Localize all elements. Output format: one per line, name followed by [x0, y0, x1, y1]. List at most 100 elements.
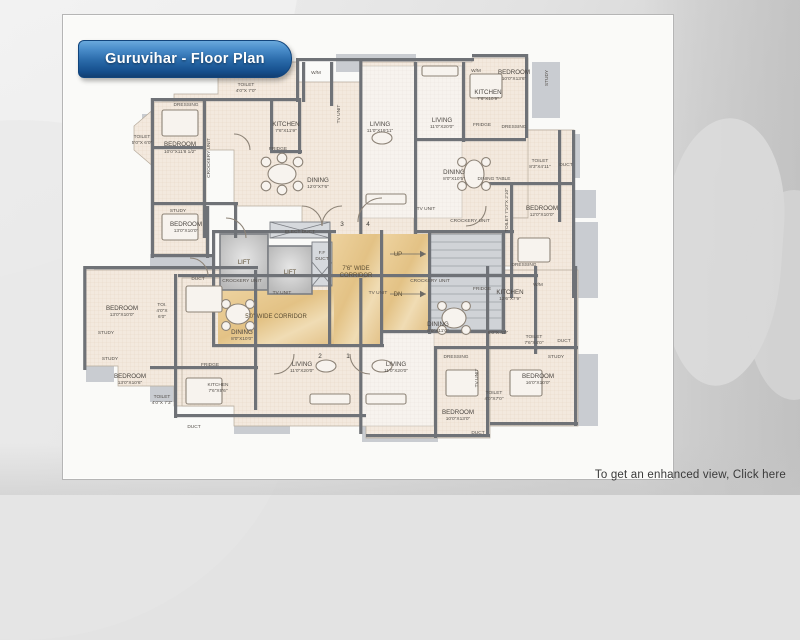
floor-plan-image[interactable]: DRESSING BEDROOM 10'0"X11'8 1/2" TOILET … [62, 14, 672, 478]
svg-text:4'0"X: 4'0"X [156, 308, 168, 314]
svg-text:TV UNIT: TV UNIT [369, 290, 388, 296]
svg-text:8'0"X10'5": 8'0"X10'5" [443, 176, 465, 182]
svg-text:CROCKERY UNIT: CROCKERY UNIT [410, 278, 450, 284]
svg-text:FRIDGE: FRIDGE [201, 362, 219, 368]
svg-text:W/M: W/M [311, 70, 321, 76]
svg-text:CORRIDOR: CORRIDOR [340, 273, 373, 279]
svg-text:7'6"X11'9": 7'6"X11'9" [275, 128, 297, 134]
page-title-banner: Guruvihar - Floor Plan [78, 40, 292, 78]
svg-text:BEDROOM: BEDROOM [106, 305, 138, 312]
svg-text:BEDROOM: BEDROOM [170, 221, 202, 228]
svg-text:LIFT: LIFT [238, 260, 251, 266]
stair-lobby [382, 234, 430, 330]
svg-text:7'6"X10'9": 7'6"X10'9" [477, 96, 499, 102]
svg-text:BEDROOM: BEDROOM [526, 205, 558, 212]
svg-text:TOILET 7'10"X 2'10": TOILET 7'10"X 2'10" [504, 188, 510, 232]
svg-text:BEDROOM: BEDROOM [498, 69, 530, 76]
svg-text:16'0"X10'0": 16'0"X10'0" [526, 380, 551, 386]
svg-text:TOILET: TOILET [134, 134, 151, 140]
svg-text:4'0"X 7'3": 4'0"X 7'3" [152, 400, 173, 406]
svg-text:4'0"X7'0": 4'0"X7'0" [484, 396, 503, 402]
svg-text:TV UNIT: TV UNIT [474, 369, 480, 388]
svg-text:STUDY: STUDY [170, 208, 187, 214]
svg-text:FRIDGE: FRIDGE [269, 146, 287, 152]
svg-text:F.F: F.F [319, 250, 326, 256]
svg-text:DUCT: DUCT [315, 256, 328, 262]
svg-text:CROCKERY UNIT: CROCKERY UNIT [206, 138, 212, 178]
svg-text:12'6"X7'9": 12'6"X7'9" [499, 296, 521, 302]
svg-text:4: 4 [366, 221, 370, 228]
furniture-group [161, 65, 551, 405]
svg-text:11'0"X20'0": 11'0"X20'0" [384, 368, 408, 374]
svg-text:5'0"X 6'0": 5'0"X 6'0" [132, 140, 153, 146]
svg-text:LIVING: LIVING [386, 361, 406, 368]
page-title: Guruvihar - Floor Plan [105, 51, 265, 67]
svg-text:7'6" WIDE: 7'6" WIDE [342, 266, 369, 272]
svg-text:DUCT: DUCT [557, 338, 570, 344]
svg-text:DUCT: DUCT [471, 430, 484, 436]
svg-text:ELECT DUCT: ELECT DUCT [285, 229, 315, 235]
svg-text:13'0"X10'0": 13'0"X10'0" [174, 228, 199, 234]
svg-text:DINING: DINING [307, 177, 329, 184]
svg-text:DUCT: DUCT [187, 424, 200, 430]
svg-text:DUCT: DUCT [559, 162, 572, 168]
svg-text:DINING: DINING [427, 321, 449, 328]
svg-text:CROCKERY UNIT: CROCKERY UNIT [222, 278, 262, 284]
svg-text:STUDY: STUDY [98, 330, 115, 336]
svg-text:11'0"X20'0": 11'0"X20'0" [430, 124, 454, 130]
svg-text:TV UNIT: TV UNIT [273, 290, 292, 296]
svg-text:7'6"X9'6": 7'6"X9'6" [208, 388, 227, 394]
svg-text:STUDY: STUDY [544, 69, 550, 86]
svg-text:LIVING: LIVING [370, 121, 390, 128]
svg-text:8'3"X4'11": 8'3"X4'11" [529, 164, 551, 170]
svg-text:TOILET: TOILET [486, 390, 503, 396]
corridor-wide [330, 234, 382, 346]
svg-text:DUCT: DUCT [191, 276, 204, 282]
svg-text:KITCHEN: KITCHEN [272, 121, 299, 128]
svg-text:W/M: W/M [471, 68, 481, 74]
svg-text:8'0"X11'0": 8'0"X11'0" [427, 328, 449, 334]
svg-text:DRESSING: DRESSING [173, 102, 198, 108]
svg-text:TV UNIT: TV UNIT [417, 206, 436, 212]
svg-text:TV UNIT: TV UNIT [336, 105, 342, 124]
svg-text:8'0"X10'0": 8'0"X10'0" [231, 336, 253, 342]
svg-text:STUDY: STUDY [102, 356, 119, 362]
svg-text:11'0"X19'11": 11'0"X19'11" [367, 128, 394, 134]
svg-text:10'0"X13'6": 10'0"X13'6" [502, 76, 527, 82]
svg-text:1: 1 [346, 353, 350, 360]
svg-text:DN: DN [394, 292, 403, 298]
svg-text:CROCKERY UNIT: CROCKERY UNIT [450, 218, 490, 224]
svg-text:TOILET: TOILET [154, 394, 171, 400]
svg-text:FRIDGE: FRIDGE [473, 286, 491, 292]
svg-text:11'0"X20'0": 11'0"X20'0" [290, 368, 314, 374]
svg-text:10'0"X13'0": 10'0"X13'0" [446, 416, 471, 422]
svg-text:TOI.: TOI. [157, 302, 166, 308]
svg-text:KITCHEN: KITCHEN [474, 89, 501, 96]
svg-text:KITCHEN: KITCHEN [207, 382, 229, 388]
svg-text:DINING: DINING [231, 329, 253, 336]
lift-shaft-2 [267, 245, 313, 295]
svg-text:4'0"X 7'0": 4'0"X 7'0" [236, 88, 257, 94]
enhanced-view-link[interactable]: To get an enhanced view, Click here [594, 469, 786, 481]
svg-text:12'0"X10'0": 12'0"X10'0" [530, 212, 555, 218]
svg-text:DINING: DINING [443, 169, 465, 176]
svg-text:DRESSING: DRESSING [501, 124, 526, 130]
svg-text:W/M: W/M [533, 282, 543, 288]
svg-text:BEDROOM: BEDROOM [522, 373, 554, 380]
svg-text:DRESSING: DRESSING [511, 262, 536, 268]
room-label-group: DRESSING BEDROOM 10'0"X11'8 1/2" TOILET … [98, 68, 573, 436]
svg-text:TOILET: TOILET [238, 82, 255, 88]
svg-text:LIVING: LIVING [292, 361, 312, 368]
svg-text:STUDY: STUDY [548, 354, 565, 360]
svg-text:12'0"X7'6": 12'0"X7'6" [307, 184, 329, 190]
svg-text:3: 3 [340, 221, 344, 228]
svg-text:6'0": 6'0" [158, 314, 166, 320]
svg-text:5'0" WIDE CORRIDOR: 5'0" WIDE CORRIDOR [245, 314, 307, 320]
svg-text:10'0"X11'8 1/2": 10'0"X11'8 1/2" [164, 149, 196, 155]
svg-text:TOILET: TOILET [526, 334, 543, 340]
svg-text:6'0"X 4'0": 6'0"X 4'0" [488, 330, 509, 336]
svg-text:2: 2 [318, 353, 322, 360]
svg-text:FRIDGE: FRIDGE [473, 122, 491, 128]
svg-text:13'0"X10'0": 13'0"X10'0" [110, 312, 135, 318]
svg-text:BEDROOM: BEDROOM [164, 141, 196, 148]
